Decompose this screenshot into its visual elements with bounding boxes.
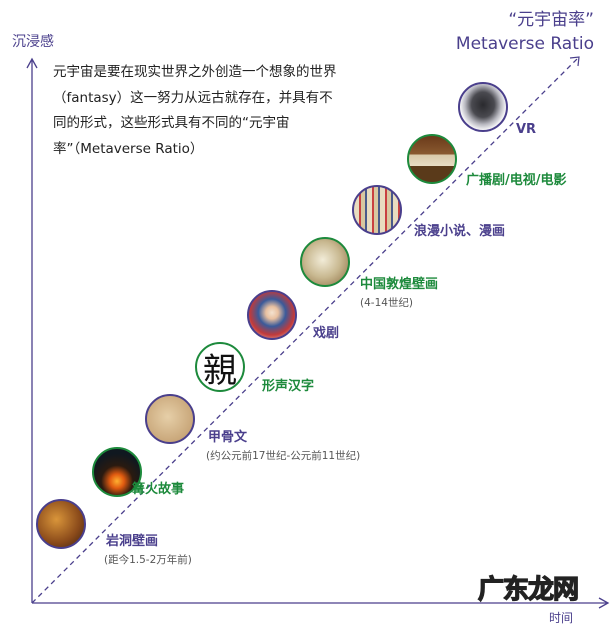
y-axis-label: 沉浸感 bbox=[12, 34, 54, 50]
stage-label-dunhuang: 中国敦煌壁画 bbox=[360, 277, 439, 292]
dunhuang-mural-image bbox=[300, 237, 350, 287]
opera-performer-image bbox=[247, 290, 297, 340]
stage-label-novels-comics: 浪漫小说、漫画 bbox=[414, 224, 506, 239]
cave-painting-image bbox=[36, 499, 86, 549]
stage-label-chinese-character: 形声汉字 bbox=[262, 379, 315, 394]
bookshelf-image bbox=[352, 185, 402, 235]
y-axis-arrow bbox=[26, 57, 38, 69]
stage-label-cave-painting: 岩洞壁画 bbox=[106, 534, 159, 549]
x-axis-label: 时间 bbox=[549, 611, 574, 625]
ratio-title-zh: “元宇宙率” bbox=[508, 10, 594, 30]
stage-label-radio-tv-film: 广播剧/电视/电影 bbox=[466, 173, 567, 188]
radio-image bbox=[407, 134, 457, 184]
intro-text: 元宇宙是要在现实世界之外创造一个想象的世界（fantasy）这一努力从远古就存在… bbox=[53, 64, 337, 157]
stage-label-opera: 戏剧 bbox=[313, 326, 340, 341]
stage-label-oracle-bone: 甲骨文 bbox=[208, 430, 248, 445]
stage-sub-cave-painting: (距今1.5-2万年前) bbox=[104, 554, 192, 566]
ratio-title-en: Metaverse Ratio bbox=[455, 34, 594, 54]
trend-arrow bbox=[569, 56, 580, 67]
metaverse-ratio-trend-line bbox=[31, 57, 579, 604]
watermark-logo: 广东龙网 bbox=[477, 575, 579, 605]
x-axis-arrow bbox=[598, 597, 610, 609]
chinese-character-image: 親 bbox=[195, 342, 245, 392]
campfire-image bbox=[92, 447, 142, 497]
stage-label-vr: VR bbox=[516, 122, 537, 137]
metaverse-ratio-title: “元宇宙率” Metaverse Ratio bbox=[456, 8, 594, 56]
stage-label-campfire: 篝火故事 bbox=[132, 482, 185, 497]
vr-headset-image bbox=[458, 82, 508, 132]
stage-sub-dunhuang: (4-14世纪) bbox=[360, 297, 414, 309]
stage-sub-oracle-bone: (约公元前17世纪-公元前11世纪) bbox=[206, 450, 361, 462]
oracle-bone-image bbox=[145, 394, 195, 444]
